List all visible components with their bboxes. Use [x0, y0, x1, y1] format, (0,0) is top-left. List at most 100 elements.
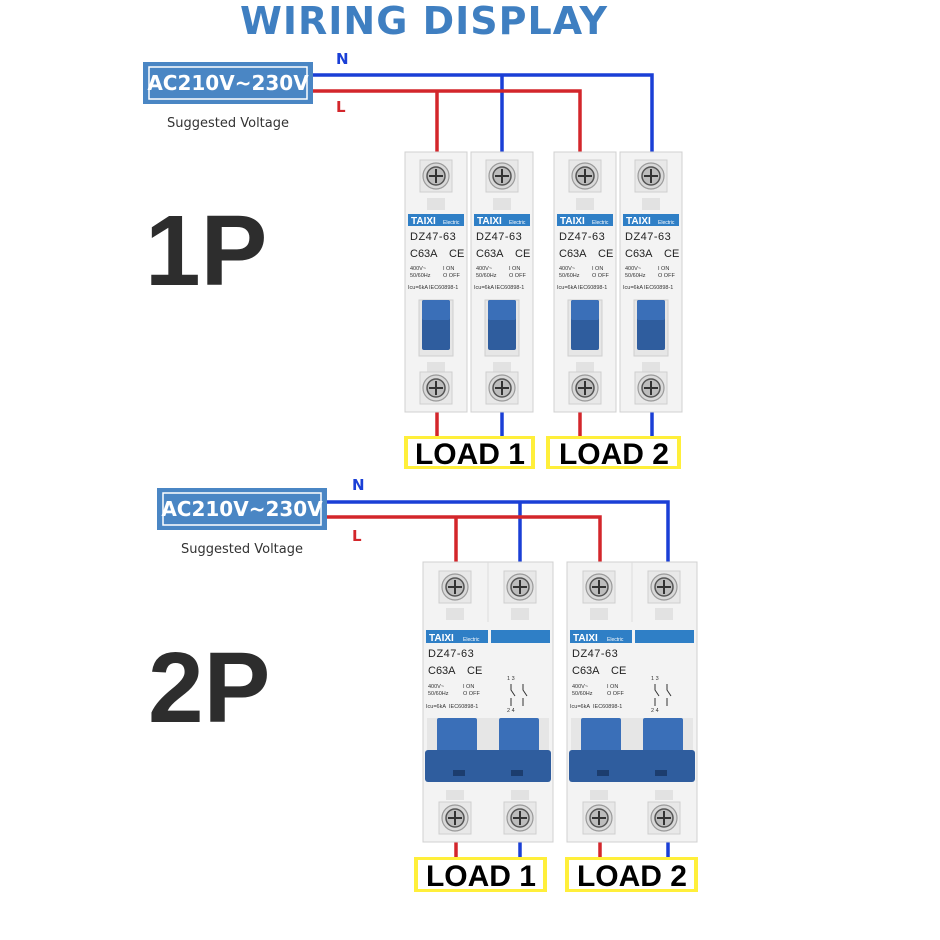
svg-text:I ON: I ON: [658, 266, 669, 272]
svg-text:O OFF: O OFF: [658, 273, 675, 279]
svg-text:TAIXI: TAIXI: [560, 216, 585, 227]
top-terminal-screw-icon: [438, 570, 472, 604]
svg-text:Icu=6kA: Icu=6kA: [623, 285, 643, 291]
top-terminal-screw-icon: [647, 570, 681, 604]
svg-text:LOAD 1: LOAD 1: [415, 438, 525, 471]
svg-text:I ON: I ON: [509, 266, 520, 272]
svg-text:CE: CE: [664, 248, 679, 260]
svg-text:Electric: Electric: [509, 220, 526, 226]
load-label-1p-1: LOAD 1: [404, 436, 535, 471]
svg-text:Icu=6kA: Icu=6kA: [474, 285, 494, 291]
top-terminal-screw-icon: [634, 159, 668, 193]
bottom-terminal-screw-icon: [568, 371, 602, 405]
svg-text:IEC60898-1: IEC60898-1: [644, 285, 673, 291]
svg-text:50/60Hz: 50/60Hz: [559, 273, 580, 279]
bottom-terminal-screw-icon: [634, 371, 668, 405]
svg-text:400V~: 400V~: [559, 266, 575, 272]
svg-text:TAIXI: TAIXI: [573, 633, 598, 644]
svg-text:Icu=6kA: Icu=6kA: [408, 285, 428, 291]
svg-text:IEC60898-1: IEC60898-1: [429, 285, 458, 291]
svg-text:50/60Hz: 50/60Hz: [476, 273, 497, 279]
svg-text:O OFF: O OFF: [592, 273, 609, 279]
live-bus-2p: [327, 515, 602, 562]
suggested-voltage-caption-2p: Suggested Voltage: [181, 542, 303, 557]
bottom-terminal-screw-icon: [503, 801, 537, 835]
neutral-bus-1p: [313, 73, 654, 152]
svg-text:DZ47-63: DZ47-63: [559, 231, 605, 243]
svg-text:C63A: C63A: [559, 248, 587, 260]
voltage-label-2p: AC210V~230V: [161, 497, 323, 521]
svg-text:Electric: Electric: [607, 637, 624, 643]
neutral-wire-label-1p: N: [336, 50, 349, 68]
breaker-toggle-handle[interactable]: [569, 750, 695, 782]
wires-2p: [327, 500, 670, 858]
svg-text:DZ47-63: DZ47-63: [572, 648, 618, 660]
switch-symbol-icon: [654, 684, 672, 706]
breaker-toggle-handle[interactable]: [425, 750, 551, 782]
svg-text:DZ47-63: DZ47-63: [476, 231, 522, 243]
top-terminal-screw-icon: [568, 159, 602, 193]
svg-text:C63A: C63A: [428, 665, 456, 677]
svg-text:50/60Hz: 50/60Hz: [428, 691, 449, 697]
live-wire-label-2p: L: [352, 527, 362, 545]
svg-text:400V~: 400V~: [476, 266, 492, 272]
svg-text:IEC60898-1: IEC60898-1: [449, 704, 478, 710]
svg-text:CE: CE: [598, 248, 613, 260]
svg-text:Electric: Electric: [463, 637, 480, 643]
svg-text:TAIXI: TAIXI: [411, 216, 436, 227]
voltage-box-1p: AC210V~230V: [143, 62, 313, 104]
svg-text:DZ47-63: DZ47-63: [428, 648, 474, 660]
svg-text:Electric: Electric: [443, 220, 460, 226]
svg-text:O OFF: O OFF: [509, 273, 526, 279]
svg-text:TAIXI: TAIXI: [477, 216, 502, 227]
svg-text:Electric: Electric: [658, 220, 675, 226]
svg-text:400V~: 400V~: [410, 266, 426, 272]
svg-text:Icu=6kA: Icu=6kA: [570, 704, 590, 710]
voltage-box-2p: AC210V~230V: [157, 488, 327, 530]
svg-text:TAIXI: TAIXI: [626, 216, 651, 227]
bottom-terminal-screw-icon: [419, 371, 453, 405]
neutral-wire-label-2p: N: [352, 476, 365, 494]
svg-text:400V~: 400V~: [625, 266, 641, 272]
svg-text:50/60Hz: 50/60Hz: [572, 691, 593, 697]
svg-text:I ON: I ON: [592, 266, 603, 272]
top-terminal-screw-icon: [582, 570, 616, 604]
neutral-bus-2p: [327, 500, 670, 562]
svg-text:DZ47-63: DZ47-63: [410, 231, 456, 243]
page-title: WIRING DISPLAY: [240, 0, 608, 43]
svg-text:Icu=6kA: Icu=6kA: [426, 704, 446, 710]
svg-text:I ON: I ON: [607, 684, 618, 690]
svg-text:1 3: 1 3: [651, 676, 659, 682]
svg-text:C63A: C63A: [410, 248, 438, 260]
voltage-label-1p: AC210V~230V: [147, 71, 309, 95]
load-label-2p-1: LOAD 1: [414, 857, 547, 893]
svg-text:400V~: 400V~: [428, 684, 444, 690]
svg-text:C63A: C63A: [625, 248, 653, 260]
svg-text:C63A: C63A: [476, 248, 504, 260]
wires-1p: [313, 73, 654, 436]
svg-text:O OFF: O OFF: [443, 273, 460, 279]
switch-symbol-icon: [510, 684, 528, 706]
suggested-voltage-caption-1p: Suggested Voltage: [167, 116, 289, 131]
svg-text:400V~: 400V~: [572, 684, 588, 690]
svg-text:CE: CE: [515, 248, 530, 260]
svg-text:O OFF: O OFF: [463, 691, 480, 697]
svg-text:2 4: 2 4: [507, 708, 515, 714]
svg-text:IEC60898-1: IEC60898-1: [495, 285, 524, 291]
svg-text:2 4: 2 4: [651, 708, 659, 714]
svg-text:CE: CE: [611, 665, 626, 677]
svg-text:Electric: Electric: [592, 220, 609, 226]
svg-text:50/60Hz: 50/60Hz: [410, 273, 431, 279]
load-label-1p-2: LOAD 2: [546, 436, 681, 471]
svg-text:DZ47-63: DZ47-63: [625, 231, 671, 243]
pole-label-1p: 1P: [145, 195, 267, 307]
svg-text:1 3: 1 3: [507, 676, 515, 682]
bottom-terminal-screw-icon: [647, 801, 681, 835]
